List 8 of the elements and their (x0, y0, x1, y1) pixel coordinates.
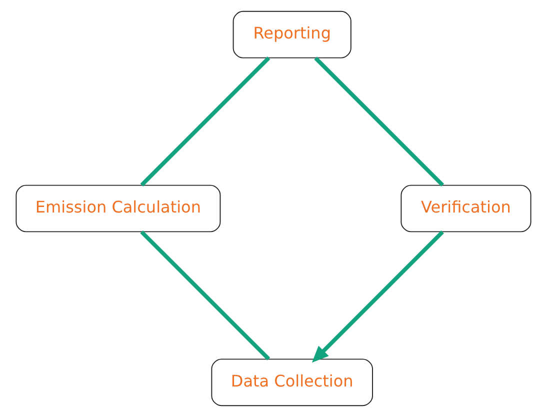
node-box: Data Collection (210, 358, 372, 406)
arrow (311, 230, 444, 363)
connector (140, 56, 270, 186)
connector (314, 56, 444, 187)
connector (140, 230, 270, 360)
node-box: Verification (400, 184, 531, 232)
node-box: Reporting (232, 10, 351, 58)
node-box: Emission Calculation (15, 184, 220, 232)
